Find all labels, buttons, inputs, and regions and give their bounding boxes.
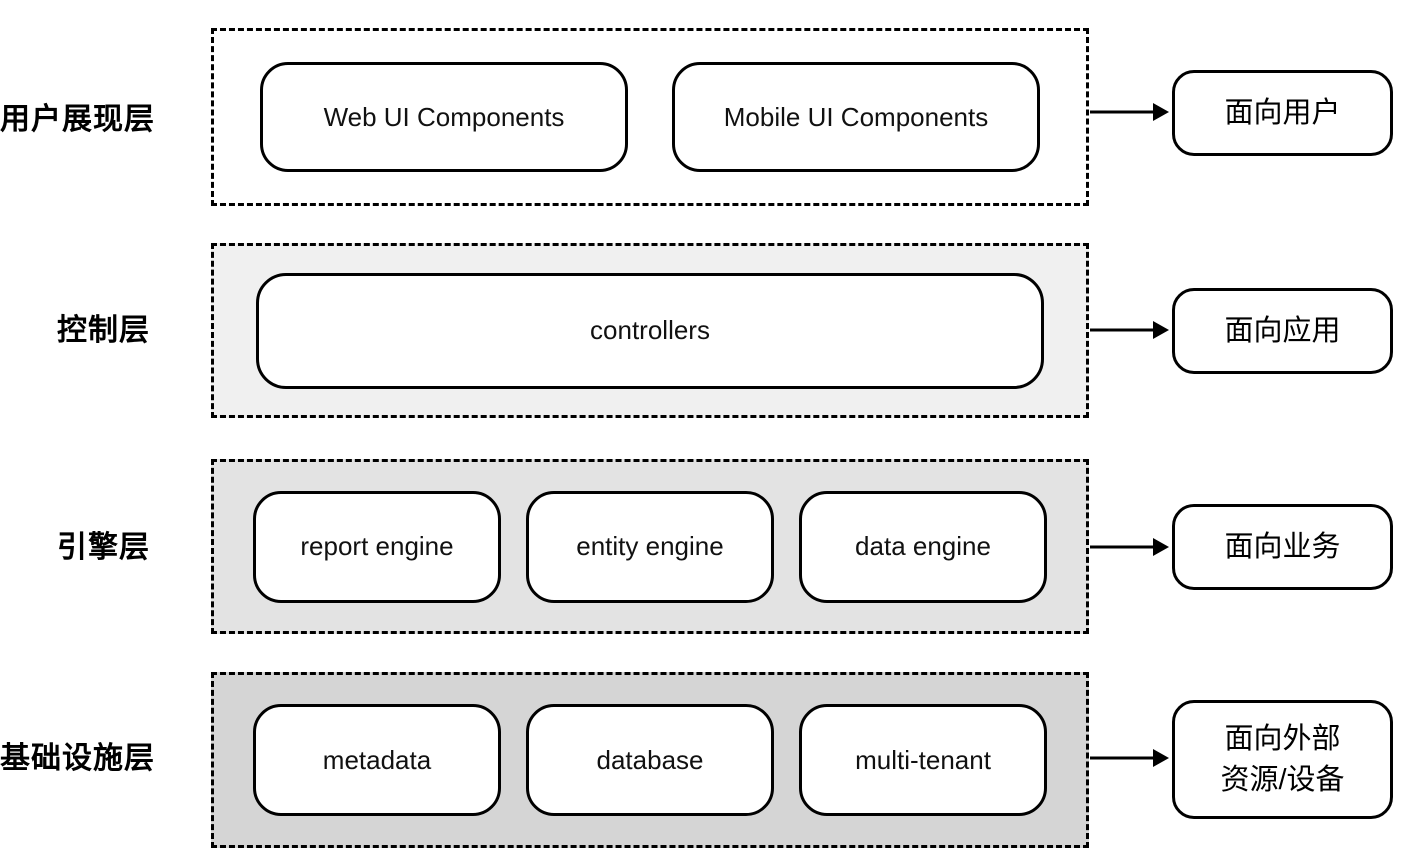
component-box-metadata: metadata: [253, 704, 501, 816]
component-box-mobile-ui: Mobile UI Components: [672, 62, 1040, 172]
layer-label-infrastructure: 基础设施层: [0, 742, 155, 775]
layer-label-engine: 引擎层: [57, 531, 150, 564]
arrow-control-to-audience: [1090, 321, 1169, 339]
component-box-database: database: [526, 704, 774, 816]
component-box-multi-tenant: multi-tenant: [799, 704, 1047, 816]
layer-container-control: controllers: [211, 243, 1089, 418]
component-box-web-ui: Web UI Components: [260, 62, 628, 172]
arrow-presentation-to-audience: [1090, 103, 1169, 121]
component-box-entity-engine: entity engine: [526, 490, 774, 603]
component-box-controllers: controllers: [256, 272, 1044, 389]
component-box-report-engine: report engine: [253, 490, 501, 603]
layer-container-presentation: Web UI Components Mobile UI Components: [211, 28, 1089, 206]
layer-label-control: 控制层: [57, 314, 150, 347]
arrow-infrastructure-to-audience: [1090, 749, 1169, 767]
audience-box-applications: 面向应用: [1172, 288, 1393, 374]
layer-container-infrastructure: metadata database multi-tenant: [211, 672, 1089, 848]
arrow-engine-to-audience: [1090, 538, 1169, 556]
component-box-data-engine: data engine: [799, 490, 1047, 603]
audience-box-external-resources: 面向外部 资源/设备: [1172, 700, 1393, 819]
layer-label-presentation: 用户展现层: [0, 103, 155, 136]
audience-box-business: 面向业务: [1172, 504, 1393, 590]
audience-box-users: 面向用户: [1172, 70, 1393, 156]
layer-container-engine: report engine entity engine data engine: [211, 459, 1089, 634]
